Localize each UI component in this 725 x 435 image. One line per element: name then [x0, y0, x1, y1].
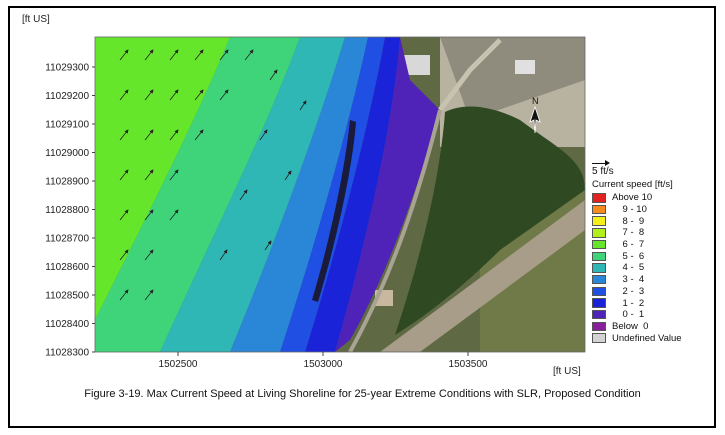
- y-tick-label: 11028500: [45, 291, 89, 302]
- y-tick-label: 11029300: [45, 63, 89, 74]
- legend-swatch: [592, 309, 606, 320]
- y-tick-label: 11029100: [45, 120, 89, 131]
- legend-swatch: [592, 274, 606, 285]
- legend-item: Above 10: [592, 192, 707, 204]
- legend-swatch: [592, 298, 606, 308]
- x-axis-unit: [ft US]: [553, 366, 581, 377]
- vector-scale: 5 ft/s: [592, 160, 707, 177]
- legend: 5 ft/s Current speed [ft/s] Above 10 9 -…: [592, 160, 707, 344]
- legend-item: 4 - 5: [592, 262, 707, 274]
- x-tick-label: 1503000: [304, 359, 343, 370]
- y-tick-label: 11029000: [45, 148, 89, 159]
- y-axis-unit: [ft US]: [22, 14, 50, 25]
- north-label: N: [532, 96, 539, 106]
- legend-label: 8 - 9: [612, 215, 645, 227]
- legend-label: 7 - 8: [612, 227, 645, 239]
- legend-swatch: [592, 251, 606, 262]
- legend-label: 4 - 5: [612, 262, 645, 274]
- y-tick-label: 11028400: [45, 319, 89, 330]
- legend-label: 3 - 4: [612, 274, 645, 286]
- legend-label: 9 - 10: [612, 204, 647, 216]
- y-tick-label: 11029200: [45, 91, 89, 102]
- legend-swatch: [592, 216, 606, 226]
- legend-item: 5 - 6: [592, 250, 707, 262]
- figure-caption: Figure 3-19. Max Current Speed at Living…: [84, 388, 641, 400]
- legend-label: Below 0: [612, 320, 649, 332]
- map-area: N: [95, 37, 585, 352]
- legend-item: 0 - 1: [592, 309, 707, 321]
- y-tick-label: 11028700: [45, 234, 89, 245]
- legend-item: Below 0: [592, 321, 707, 333]
- y-tick-label: 11028300: [45, 348, 89, 359]
- legend-swatch: [592, 193, 606, 203]
- legend-swatch: [592, 239, 606, 250]
- legend-item: 9 - 10: [592, 204, 707, 216]
- legend-item: 3 - 4: [592, 274, 707, 286]
- legend-item: 8 - 9: [592, 215, 707, 227]
- legend-item: 6 - 7: [592, 239, 707, 251]
- legend-label: Above 10: [612, 192, 653, 204]
- legend-swatch: [592, 321, 606, 332]
- y-tick-label: 11028600: [45, 262, 89, 273]
- current-vectors: [119, 49, 307, 301]
- x-tick-label: 1503500: [449, 359, 488, 370]
- y-tick-label: 11028900: [45, 177, 89, 188]
- legend-label: 0 - 1: [612, 309, 645, 321]
- x-axis: 1502500 1503000 1503500: [159, 352, 488, 370]
- vector-scale-label: 5 ft/s: [592, 166, 614, 177]
- legend-swatch: [592, 286, 606, 297]
- legend-label: Undefined Value: [612, 332, 682, 344]
- legend-item: Undefined Value: [592, 332, 707, 344]
- legend-item: 2 - 3: [592, 286, 707, 298]
- legend-swatch: [592, 204, 606, 215]
- legend-label: 5 - 6: [612, 250, 645, 262]
- legend-title: Current speed [ft/s]: [592, 179, 673, 190]
- legend-label: 1 - 2: [612, 297, 645, 309]
- north-arrow-icon: N: [529, 96, 541, 134]
- legend-item: 1 - 2: [592, 297, 707, 309]
- legend-swatch: [592, 263, 606, 273]
- legend-item: 7 - 8: [592, 227, 707, 239]
- legend-swatch: [592, 333, 606, 343]
- y-axis: 11029300 11029200 11029100 11029000 11028900…: [45, 63, 95, 359]
- legend-label: 2 - 3: [612, 285, 645, 297]
- legend-swatch: [592, 228, 606, 238]
- legend-label: 6 - 7: [612, 239, 645, 251]
- legend-items: Above 10 9 - 10 8 - 9 7 - 8 6 - 7 5 - 6 …: [592, 192, 707, 344]
- x-tick-label: 1502500: [159, 359, 198, 370]
- y-tick-label: 11028800: [45, 205, 89, 216]
- vector-scale-arrow-icon: [592, 160, 610, 166]
